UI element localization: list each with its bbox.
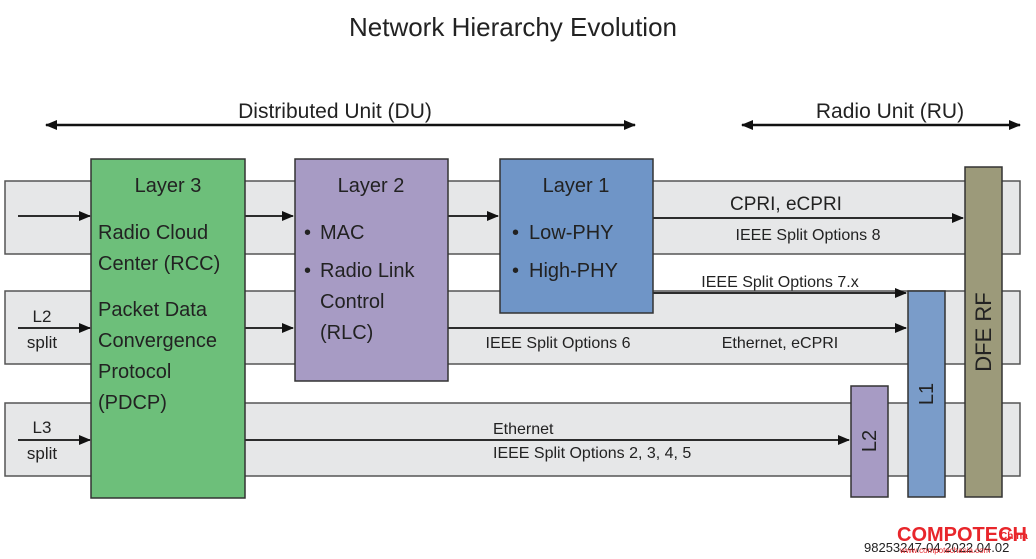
figure-code: 98253247-04 2022.04.02	[864, 540, 1009, 555]
layer2-line-2: Radio Link	[320, 260, 416, 282]
layer2-bullet-2: •	[304, 260, 311, 282]
layer1-bullet-1: •	[512, 222, 519, 244]
layer3-line-3: Packet Data	[98, 299, 208, 321]
opt8-label: IEEE Split Options 8	[736, 227, 881, 244]
layer3-line-2: Center (RCC)	[98, 253, 220, 275]
watermark-logo-small: China	[1000, 531, 1028, 542]
layer1-title: Layer 1	[543, 175, 610, 197]
l2-split-label-line2: split	[27, 333, 58, 352]
opt6-label: IEEE Split Options 6	[486, 335, 631, 352]
layer2-line-1: MAC	[320, 222, 364, 244]
layer3-block: Layer 3 Radio Cloud Center (RCC) Packet …	[90, 158, 246, 499]
opt2345-label: IEEE Split Options 2, 3, 4, 5	[493, 445, 691, 462]
ru-l1-label: L1	[916, 383, 938, 405]
du-span-label: Distributed Unit (DU)	[238, 100, 432, 123]
watermark-url: www.compotechasia.com	[899, 546, 991, 555]
layer2-bullet-1: •	[304, 222, 311, 244]
layer1-block: Layer 1 • Low-PHY • High-PHY	[499, 158, 654, 314]
layer2-line-4: (RLC)	[320, 322, 373, 344]
layer3-title: Layer 3	[135, 175, 202, 197]
dfe-rf-block: DFE RF	[964, 166, 1003, 498]
ethernet-label: Ethernet	[493, 421, 554, 438]
layer1-line-1: Low-PHY	[529, 222, 613, 244]
l3-split-label-line2: split	[27, 444, 58, 463]
layer1-bullet-2: •	[512, 260, 519, 282]
diagram-title: Network Hierarchy Evolution	[349, 12, 677, 42]
layer2-block: Layer 2 • MAC • Radio Link Control (RLC)	[294, 158, 449, 382]
layer2-line-3: Control	[320, 291, 384, 313]
watermark-logo: COMPOTECH	[897, 524, 1027, 546]
dfe-rf-label: DFE RF	[971, 292, 996, 371]
eth-ecpri-label: Ethernet, eCPRI	[722, 335, 839, 352]
layer3-line-5: Protocol	[98, 361, 171, 383]
layer1-line-2: High-PHY	[529, 260, 618, 282]
layer3-line-6: (PDCP)	[98, 392, 167, 414]
layer2-title: Layer 2	[338, 175, 405, 197]
l3-split-label-line1: L3	[33, 418, 52, 437]
layer3-line-1: Radio Cloud	[98, 222, 208, 244]
ru-l1-block: L1	[907, 290, 946, 498]
opt7-label: IEEE Split Options 7.x	[701, 274, 858, 291]
cpri-label: CPRI, eCPRI	[730, 194, 842, 215]
ru-span-label: Radio Unit (RU)	[816, 100, 964, 123]
ru-l2-block: L2	[850, 385, 889, 498]
ru-l2-label: L2	[859, 430, 881, 452]
layer3-line-4: Convergence	[98, 330, 217, 352]
l2-split-label-line1: L2	[33, 307, 52, 326]
